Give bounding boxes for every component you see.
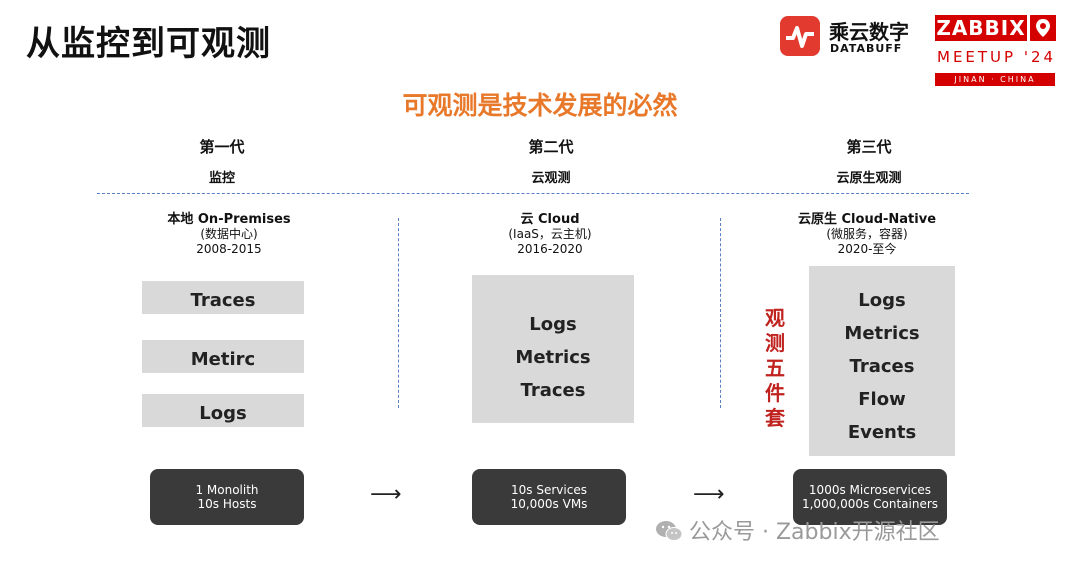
era-note: (数据中心) xyxy=(200,227,258,241)
era-name: 本地 On-Premises xyxy=(167,212,291,227)
era-years: 2020-至今 xyxy=(837,242,897,256)
scale-line: 1 Monolith xyxy=(195,483,259,497)
scale-box-3: 1000s Microservices 1,000,000s Container… xyxy=(793,469,947,525)
five-pillars-char: 观 xyxy=(765,306,785,330)
era-info-2: 云 Cloud (IaaS，云主机) 2016-2020 xyxy=(430,212,670,257)
generation-stage: 监控 xyxy=(208,171,235,186)
location-label: JINAN · CHINA xyxy=(935,73,1055,86)
era-name: 云 Cloud xyxy=(520,212,580,227)
telemetry-item: Logs xyxy=(858,290,906,311)
arrow-right-icon: ⟶ xyxy=(370,482,402,507)
five-pillars-char: 五 xyxy=(765,356,785,380)
horizontal-divider xyxy=(97,193,969,194)
scale-box-2: 10s Services 10,000s VMs xyxy=(472,469,626,525)
telemetry-box-gen2: Logs Metrics Traces xyxy=(472,275,634,423)
generation-stage: 云原生观测 xyxy=(836,171,902,186)
telemetry-box-traces: Traces xyxy=(142,281,304,314)
era-note: (IaaS，云主机) xyxy=(508,227,592,241)
generation-header-3: 第三代 云原生观测 xyxy=(749,136,989,186)
scale-line: 10,000s VMs xyxy=(510,497,588,511)
telemetry-item: Metrics xyxy=(515,347,591,368)
scale-line: 1000s Microservices xyxy=(808,483,932,497)
telemetry-item: Traces xyxy=(849,356,915,377)
five-pillars-char: 件 xyxy=(765,381,785,405)
era-years: 2016-2020 xyxy=(517,242,583,256)
vertical-divider-1 xyxy=(398,218,399,408)
location-pin-icon xyxy=(1030,15,1056,41)
page-title: 从监控到可观测 xyxy=(26,24,271,64)
telemetry-box-logs: Logs xyxy=(142,394,304,427)
telemetry-item: Events xyxy=(847,422,917,443)
generation-name: 第三代 xyxy=(846,138,892,156)
generation-header-2: 第二代 云观测 xyxy=(431,136,671,186)
generation-name: 第一代 xyxy=(199,138,245,156)
telemetry-box-metirc: Metirc xyxy=(142,340,304,373)
era-info-1: 本地 On-Premises (数据中心) 2008-2015 xyxy=(109,212,349,257)
scale-box-1: 1 Monolith 10s Hosts xyxy=(150,469,304,525)
telemetry-item: Traces xyxy=(520,380,586,401)
telemetry-item: Logs xyxy=(529,314,577,335)
databuff-brand-en: DATABUFF xyxy=(830,42,903,55)
wechat-icon xyxy=(655,520,683,542)
watermark-text: 公众号 · Zabbix开源社区 xyxy=(689,520,940,545)
watermark: 公众号 · Zabbix开源社区 xyxy=(655,514,940,546)
five-pillars-char: 测 xyxy=(765,331,785,355)
generation-stage: 云观测 xyxy=(531,171,571,186)
five-pillars-label: 观 测 五 件 套 xyxy=(760,306,790,431)
five-pillars-char: 套 xyxy=(765,406,785,430)
scale-line: 10s Services xyxy=(511,483,587,497)
slide-subtitle: 可观测是技术发展的必然 xyxy=(402,91,678,120)
era-note: (微服务，容器) xyxy=(826,227,908,241)
generation-header-1: 第一代 监控 xyxy=(102,136,342,186)
databuff-brand-cn: 乘云数字 xyxy=(829,20,909,44)
scale-line: 1,000,000s Containers xyxy=(801,497,939,511)
era-name: 云原生 Cloud-Native xyxy=(797,212,937,227)
era-info-3: 云原生 Cloud-Native (微服务，容器) 2020-至今 xyxy=(747,212,987,257)
meetup-label: MEETUP '24 xyxy=(937,48,1057,66)
zabbix-logo: ZABBIX xyxy=(935,15,1027,41)
scale-line: 10s Hosts xyxy=(197,497,257,511)
telemetry-box-gen3: Logs Metrics Traces Flow Events xyxy=(809,266,955,456)
era-years: 2008-2015 xyxy=(196,242,262,256)
databuff-logo-icon xyxy=(780,16,820,56)
generation-name: 第二代 xyxy=(528,138,574,156)
vertical-divider-2 xyxy=(720,218,721,408)
telemetry-item: Flow xyxy=(858,389,906,410)
arrow-right-icon: ⟶ xyxy=(693,482,725,507)
telemetry-item: Metrics xyxy=(844,323,920,344)
